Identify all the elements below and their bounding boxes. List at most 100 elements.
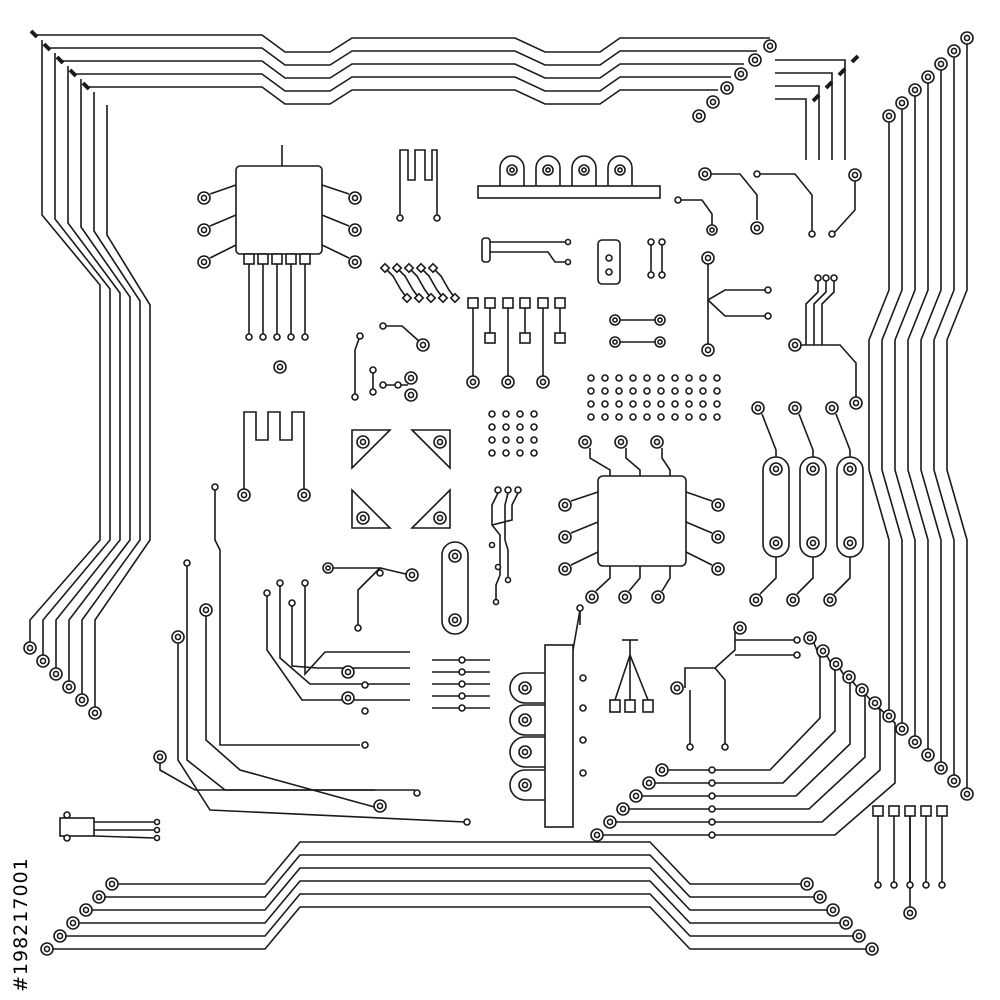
left-bus-line: [81, 92, 141, 697]
via-pad-hole: [654, 593, 662, 601]
small-pad: [828, 230, 836, 238]
small-trace: [760, 173, 813, 232]
edge-connector: [544, 644, 574, 828]
small-pad: [764, 286, 772, 294]
chip-leg-end: [287, 333, 295, 341]
chip-side-via-hole: [200, 194, 208, 202]
corner-pad: [351, 429, 392, 470]
via-pad-hole: [704, 254, 712, 262]
comb-tooth: [535, 155, 561, 186]
pin-bar-cap: [481, 237, 491, 263]
pad-square: [484, 297, 496, 309]
right-bus-via-hole: [898, 725, 906, 733]
grid-pad: [685, 413, 693, 421]
diamond-pad: [413, 292, 425, 304]
pad-square: [502, 297, 514, 309]
t-trace: [714, 667, 726, 745]
left-bus-line: [29, 40, 101, 645]
top-bus-via-hole: [723, 84, 731, 92]
grid-pad: [629, 374, 637, 382]
via-pad-hole: [156, 753, 164, 761]
via-pad-hole: [521, 716, 529, 724]
via-pad-hole: [561, 565, 569, 573]
small-pad: [458, 656, 466, 664]
oval-trace: [796, 557, 814, 595]
diamond-pad: [449, 292, 461, 304]
via-pad-hole: [852, 399, 860, 407]
bus-end-pin: [68, 68, 78, 78]
bus-end-pin: [837, 67, 847, 77]
small-pad: [579, 674, 587, 682]
stepped-via-hole: [606, 818, 614, 826]
small-pad: [463, 818, 471, 826]
tree-line: [614, 640, 631, 701]
right-bus-via-hole: [937, 764, 945, 772]
diamond-trace: [432, 267, 456, 299]
small-pad: [938, 881, 946, 889]
grid-pad: [685, 387, 693, 395]
small-pad: [605, 254, 613, 262]
via-pad-hole: [521, 684, 529, 692]
grid-pad: [713, 387, 721, 395]
chip-side-via-hole: [200, 258, 208, 266]
oval-trace: [761, 413, 777, 457]
corner-pad-via-hole: [436, 514, 444, 522]
diamond-pad: [403, 262, 415, 274]
grid-pad: [699, 400, 707, 408]
small-trace: [385, 325, 421, 343]
small-pad: [708, 766, 716, 774]
l-trace: [291, 606, 410, 669]
small-pad: [361, 741, 369, 749]
via-pad-hole: [753, 224, 761, 232]
right-bus-line: [946, 38, 968, 792]
bus-end-pin: [42, 42, 52, 52]
top-right-bus-line: [775, 98, 807, 160]
small-pad: [764, 312, 772, 320]
cap-body: [597, 239, 621, 285]
bundle-line: [821, 281, 835, 345]
via-pad-hole: [791, 404, 799, 412]
grid-pad: [685, 374, 693, 382]
top-bus-via-hole: [751, 56, 759, 64]
top-bus-line: [74, 73, 731, 92]
oval-pad: [799, 456, 827, 558]
corner-pad-via-hole: [359, 514, 367, 522]
small-pad: [708, 779, 716, 787]
stepped-via-hole: [632, 792, 640, 800]
bus-end-pin: [811, 93, 821, 103]
chip-leg-end: [259, 333, 267, 341]
small-pad: [379, 322, 387, 330]
via-pad-hole: [714, 501, 722, 509]
comb-via-hole: [545, 167, 551, 173]
comb-via-hole: [581, 167, 587, 173]
top-right-bus-line: [775, 59, 846, 160]
chip-leg-end: [245, 333, 253, 341]
small-pad: [288, 599, 296, 607]
small-pad: [361, 681, 369, 689]
chip-center-side: [685, 551, 713, 566]
diamond-trace: [408, 267, 432, 299]
top-bus-via-hole: [695, 112, 703, 120]
small-pad: [793, 636, 801, 644]
long-trace: [186, 565, 415, 791]
small-pad: [576, 604, 584, 612]
grid-pad: [643, 387, 651, 395]
right-bus-line: [868, 116, 890, 714]
bottom-bus-via-hole: [108, 880, 116, 888]
small-pad: [647, 238, 655, 246]
left-bus-via-hole: [52, 670, 60, 678]
small-trace: [834, 175, 856, 233]
small-pad: [494, 486, 502, 494]
grid-pad-small: [530, 436, 538, 444]
small-pad: [564, 258, 572, 266]
grid-pad: [657, 374, 665, 382]
pad-square: [904, 805, 916, 817]
stock-id-text: #198217001: [10, 857, 32, 992]
right-bus-via-hole: [963, 790, 971, 798]
long-trace: [177, 637, 466, 823]
grid-pad-small: [502, 423, 510, 431]
via-pad-hole: [325, 565, 331, 571]
small-pad: [906, 881, 914, 889]
small-pad: [354, 624, 362, 632]
right-bus-via-hole: [885, 112, 893, 120]
